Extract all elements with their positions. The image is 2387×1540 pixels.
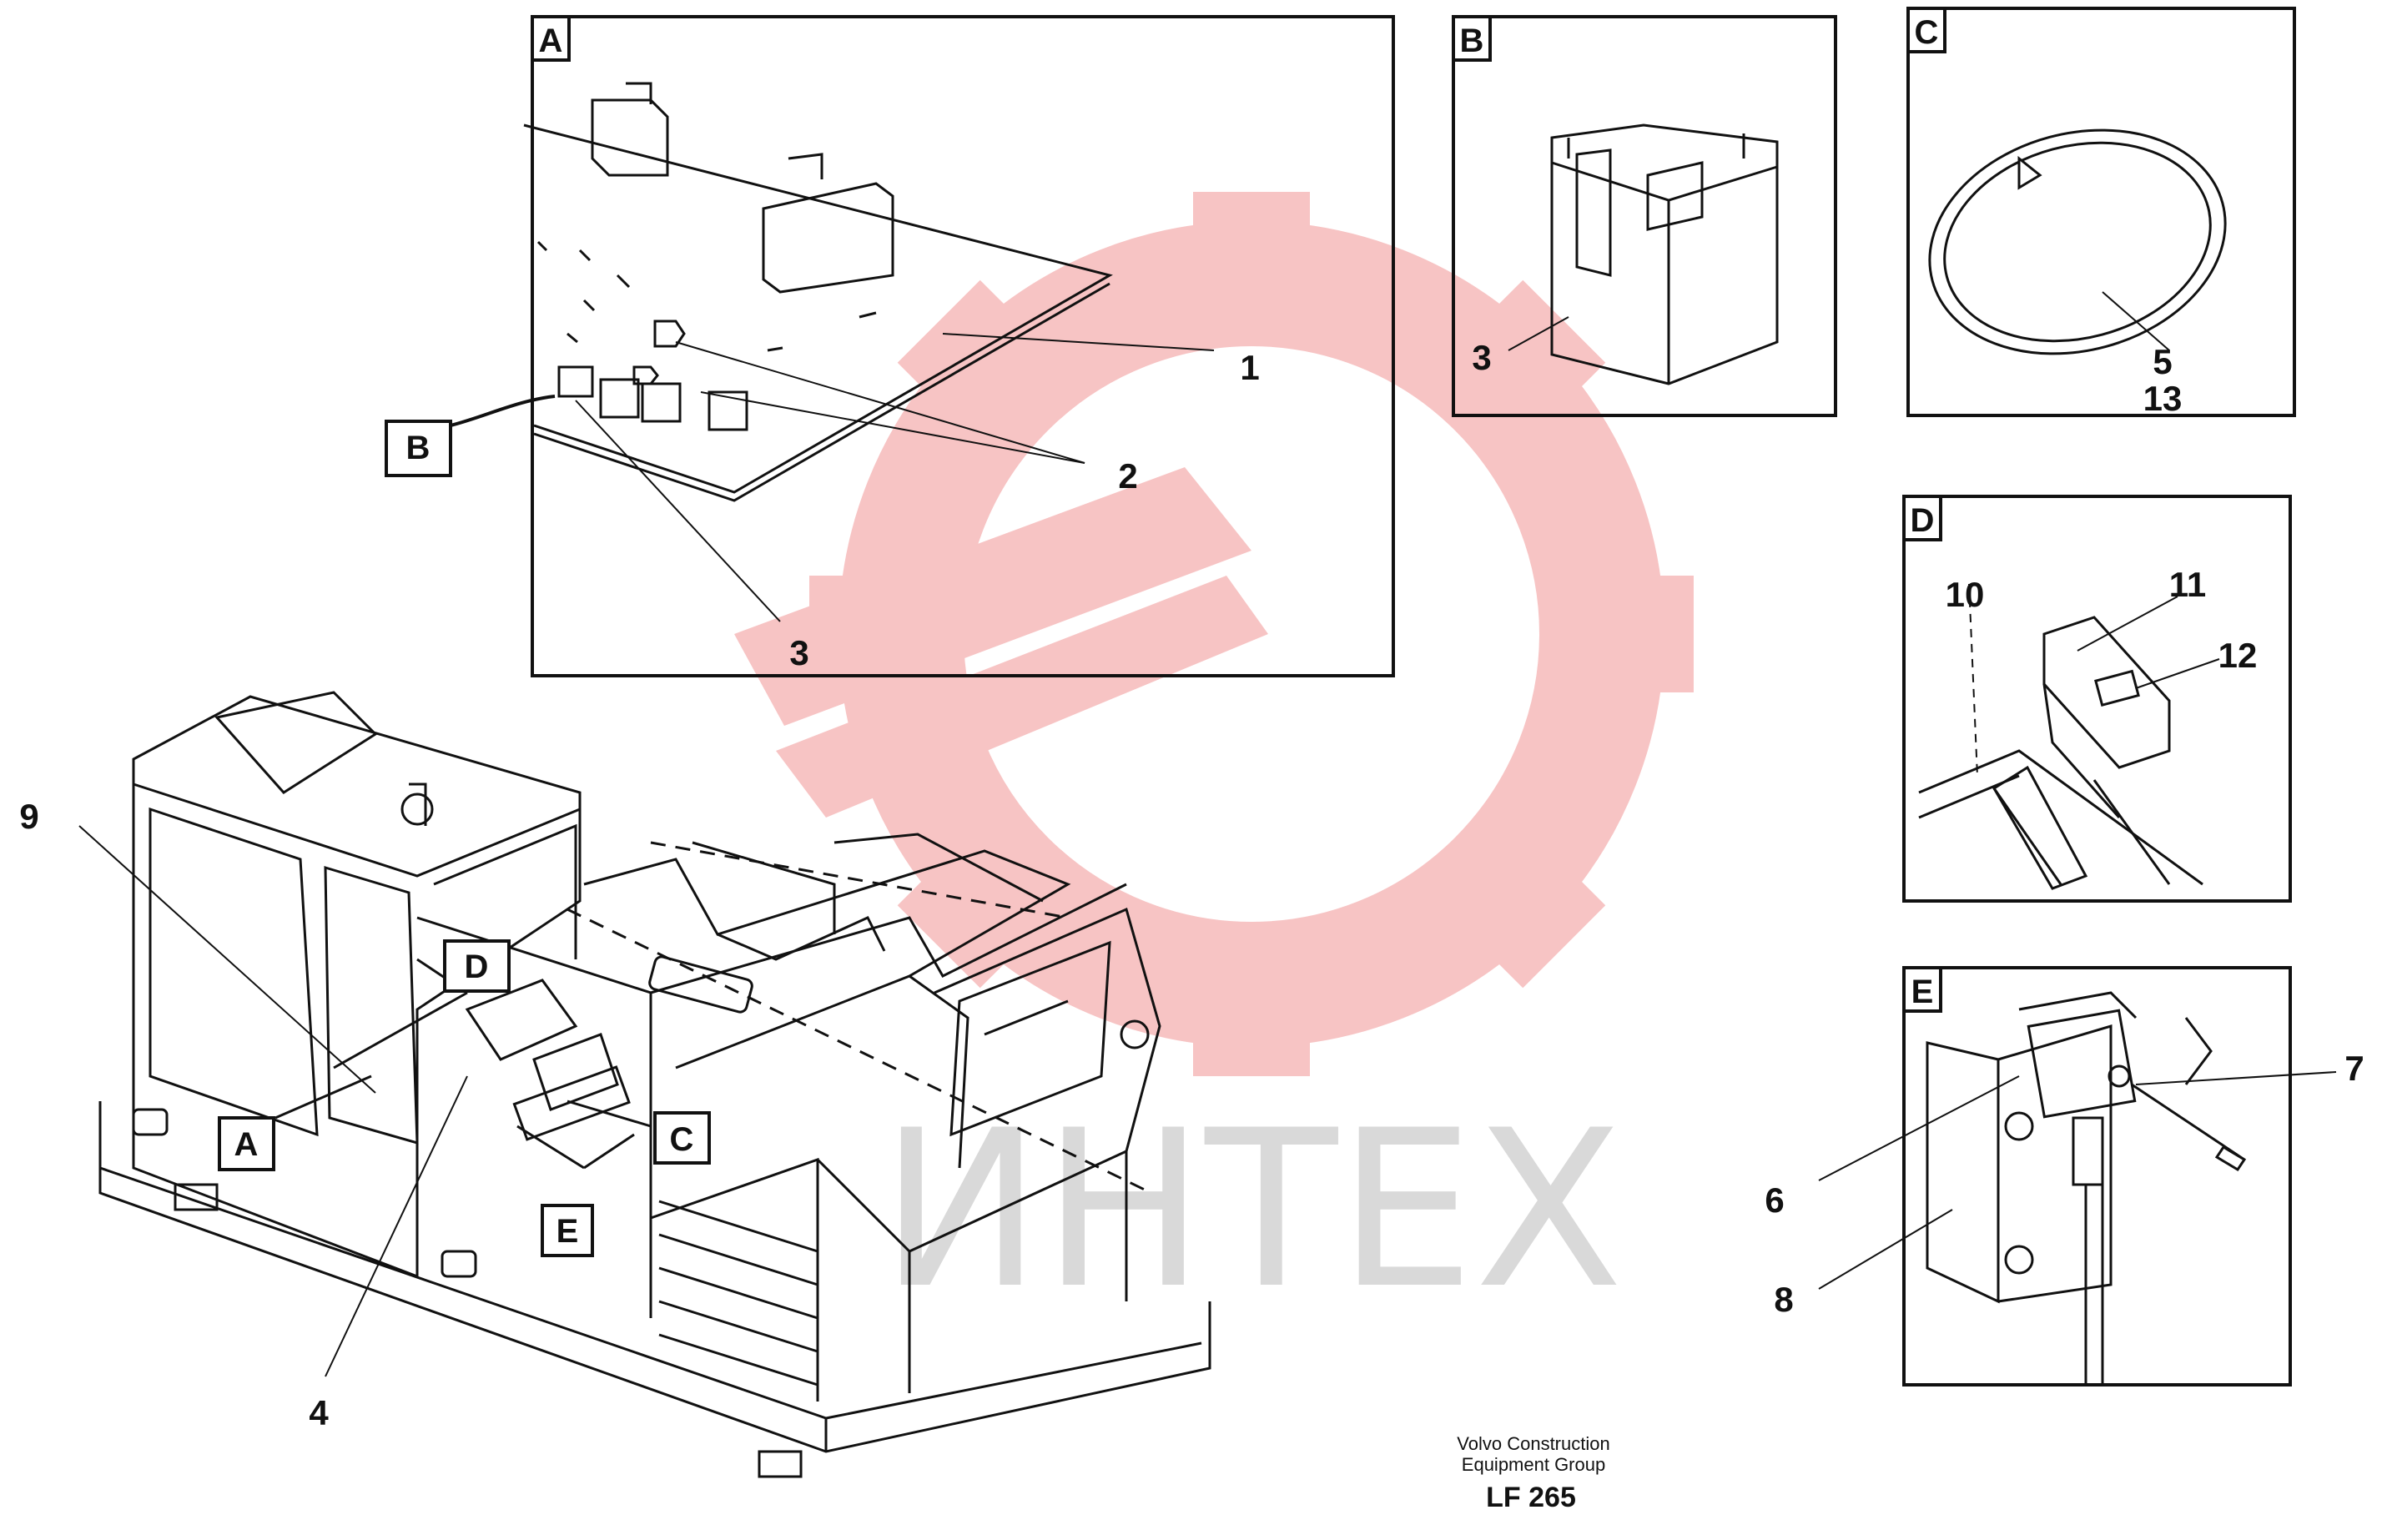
svg-text:C: C — [670, 1121, 694, 1158]
callout-3: 3 — [789, 633, 808, 672]
sensor-mount-illustration — [1926, 991, 2247, 1385]
footer-drawing-code: LF 265 — [1486, 1482, 1576, 1513]
callout-7: 7 — [2344, 1049, 2364, 1088]
svg-text:C: C — [1915, 14, 1939, 51]
tag-b: B — [385, 395, 556, 477]
callout-11: 11 — [2169, 565, 2206, 604]
callout-10: 10 — [1946, 575, 1985, 614]
panel-d-frame — [1902, 495, 2292, 903]
panel-b: B 3 — [1452, 15, 1837, 417]
footer-company-line2: Equipment Group — [1462, 1454, 1605, 1475]
panel-e: E 6 7 8 — [1765, 966, 2364, 1387]
footer-company-line1: Volvo Construction — [1457, 1433, 1609, 1454]
svg-text:D: D — [465, 949, 489, 985]
callout-4: 4 — [309, 1393, 329, 1432]
panel-c: C 5 13 — [1906, 7, 2296, 418]
panel-a-frame — [531, 15, 1395, 677]
svg-text:D: D — [1911, 502, 1935, 539]
watermark-gear-icon — [734, 192, 1694, 1076]
callout-2: 2 — [1118, 456, 1137, 496]
callout-1: 1 — [1240, 348, 1259, 387]
callout-5: 5 — [2153, 342, 2172, 381]
svg-text:B: B — [406, 430, 431, 466]
cable-tie-icon — [1928, 128, 2227, 355]
svg-text:E: E — [1911, 974, 1934, 1010]
tag-c: C — [653, 1111, 711, 1165]
tag-a: A — [218, 1116, 275, 1171]
panel-c-frame — [1906, 7, 2296, 417]
tag-e: E — [541, 1204, 594, 1257]
tag-d: D — [443, 939, 511, 993]
callout-8: 8 — [1774, 1280, 1793, 1319]
panel-a-leader-lines — [575, 333, 1215, 622]
relay-board-illustration — [523, 82, 1113, 502]
svg-text:A: A — [234, 1126, 259, 1163]
callout-3-b: 3 — [1472, 338, 1491, 377]
watermark: ИНТЕХ — [734, 192, 1694, 1336]
panel-b-frame — [1452, 15, 1837, 417]
machine-illustration — [98, 691, 1211, 1478]
panel-d: D 10 11 12 — [1902, 495, 2292, 903]
machine-leader-lines — [78, 825, 652, 1377]
callout-6: 6 — [1765, 1180, 1784, 1220]
svg-text:B: B — [1460, 23, 1484, 59]
panel-e-frame — [1902, 966, 2292, 1387]
callout-9: 9 — [19, 797, 38, 836]
watermark-text: ИНТЕХ — [879, 1085, 1623, 1336]
panel-a-letter: A — [539, 23, 563, 59]
panel-a: A 1 2 3 — [523, 15, 1395, 677]
footer: Volvo Construction Equipment Group LF 26… — [1457, 1433, 1609, 1513]
svg-text:E: E — [556, 1213, 579, 1250]
callout-12: 12 — [2218, 636, 2258, 675]
relay-base-illustration — [1550, 123, 1779, 385]
rocker-switch-icon — [1918, 616, 2203, 890]
callout-13: 13 — [2143, 379, 2183, 418]
